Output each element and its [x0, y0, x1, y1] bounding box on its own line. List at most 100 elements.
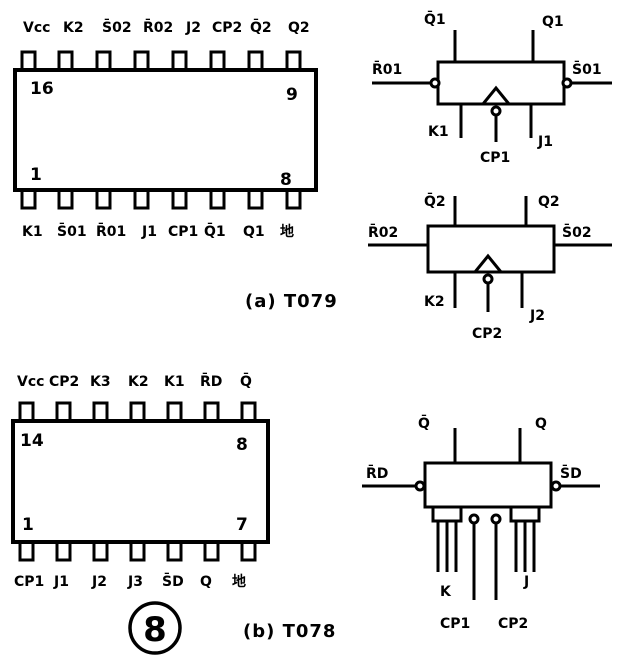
chip-a-top-pins: [20, 50, 302, 72]
ff3-cp1-bubble: [468, 513, 480, 525]
chip-a-pin-11: [209, 50, 226, 72]
chip-a-pin-6: [209, 188, 226, 210]
chip-a-pin-4: [133, 188, 150, 210]
ff1-label-cp: CP1: [480, 150, 510, 166]
chip-a-pin-10: [247, 50, 264, 72]
flip-flop-3-labels: Q̄ Q R̄D S̄D K J CP1 CP2: [366, 413, 582, 632]
chip-b-pin-1: [18, 540, 35, 562]
chip-b-pin-7: [240, 540, 257, 562]
chip-b-pin-9: [203, 401, 220, 423]
ff2-label-q: Q2: [538, 194, 560, 210]
chip-a-body: [13, 68, 318, 192]
ff1-label-q: Q1: [542, 14, 564, 30]
chip-b-bottom-pin-labels: CP1 J1 J2 J3 S̄D Q 地: [14, 571, 246, 590]
ff3-label-rd: R̄D: [366, 463, 388, 482]
chip-a-pin-14: [95, 50, 112, 72]
chip-b-pin-label-k3: K3: [90, 374, 111, 390]
ff2-label-cp: CP2: [472, 326, 502, 342]
ff2-clock-triangle: [473, 253, 503, 273]
chip-b-pin-6: [203, 540, 220, 562]
chip-a-pin-label-q1bar: Q̄1: [204, 221, 226, 240]
chip-b-pin-label-vcc: Vcc: [17, 374, 44, 390]
ff3-label-qbar: Q̄: [418, 413, 430, 432]
chip-a-caption: (a) T079: [245, 291, 338, 312]
chip-b-pin-10: [166, 401, 183, 423]
chip-a-pin-label-ground: 地: [280, 223, 294, 240]
flip-flop-2: [368, 196, 612, 312]
chip-b-pin-4: [129, 540, 146, 562]
chip-b-pin-2: [55, 540, 72, 562]
chip-a-pin-2: [57, 188, 74, 210]
ff1-clock-triangle: [481, 85, 511, 105]
ff2-label-k: K2: [424, 294, 445, 310]
ff1-cp-bubble: [490, 105, 502, 117]
chip-b-pin-13: [55, 401, 72, 423]
chip-a-pin-label-r02: R̄02: [143, 17, 173, 36]
ff3-label-k: K: [440, 584, 452, 600]
chip-b-pin-label-cp1: CP1: [14, 574, 44, 590]
chip-b-top-pin-labels: Vcc CP2 K3 K2 K1 R̄D Q̄: [17, 371, 252, 390]
chip-a-pin-label-q2bar: Q̄2: [250, 17, 272, 36]
chip-b-pin-3: [92, 540, 109, 562]
chip-a-pin-7: [247, 188, 264, 210]
chip-b-pin-label-cp2: CP2: [49, 374, 79, 390]
chip-a-pin-13: [133, 50, 150, 72]
chip-a-pin-label-q1: Q1: [243, 224, 265, 240]
chip-a-pin-5: [171, 188, 188, 210]
ff3-rd-bubble: [414, 480, 426, 492]
ff2-label-rd: R̄02: [368, 222, 398, 241]
ff2-body: [426, 224, 556, 274]
ff1-label-sd: S̄01: [572, 59, 602, 78]
chip-a-pin-9: [285, 50, 302, 72]
chip-b-pin-label-j2: J2: [91, 574, 107, 590]
chip-b-pin-number-7: 7: [236, 515, 248, 535]
chip-a-pin-label-j1: J1: [141, 224, 157, 240]
chip-b-pin-label-qbar: Q̄: [240, 371, 252, 390]
ff1-label-qbar: Q̄1: [424, 9, 446, 28]
ff2-cp-bubble: [482, 273, 494, 285]
chip-b-pin-12: [92, 401, 109, 423]
chip-a-pin-number-1: 1: [30, 165, 42, 185]
chip-a-pin-label-s01: S̄01: [57, 221, 87, 240]
chip-a: Vcc K2 S̄02 R̄02 J2 CP2 Q̄2 Q2 16 9 1 8: [13, 17, 338, 312]
ff3-j-and-gate: [509, 505, 541, 523]
ff3-k-and-gate: [431, 505, 463, 523]
chip-b-pin-14: [18, 401, 35, 423]
chip-a-pin-label-vcc: Vcc: [23, 20, 50, 36]
ff1-rd-bubble: [429, 77, 441, 89]
ff3-label-cp1: CP1: [440, 616, 470, 632]
chip-b-body: [11, 419, 270, 544]
ff3-body: [423, 461, 553, 509]
chip-b-pin-8: [240, 401, 257, 423]
chip-b-pin-label-q: Q: [200, 574, 212, 590]
ff1-label-rd: R̄01: [372, 59, 402, 78]
chip-a-pin-12: [171, 50, 188, 72]
chip-a-pin-number-8: 8: [280, 170, 292, 190]
ff3-label-sd: S̄D: [560, 463, 582, 482]
chip-b-bottom-pins: [18, 540, 257, 562]
chip-b-pin-label-k1: K1: [164, 374, 185, 390]
figure-number-circle: [128, 601, 182, 655]
flip-flop-2-labels: Q̄2 Q2 R̄02 S̄02 K2 J2 CP2: [368, 191, 592, 342]
chip-b-top-pins: [18, 401, 257, 423]
ff1-label-j: J1: [537, 134, 553, 150]
ff3-label-cp2: CP2: [498, 616, 528, 632]
chip-a-pin-label-cp2: CP2: [212, 20, 242, 36]
chip-a-pin-label-k1: K1: [22, 224, 43, 240]
chip-b-pin-number-8: 8: [236, 435, 248, 455]
chip-b-pin-number-14: 14: [20, 431, 44, 451]
flip-flop-1: [372, 30, 612, 142]
flip-flop-1-labels: Q̄1 Q1 R̄01 S̄01 K1 J1 CP1: [372, 9, 602, 166]
chip-b-pin-11: [129, 401, 146, 423]
chip-a-bottom-pin-labels: K1 S̄01 R̄01 J1 CP1 Q̄1 Q1 地: [22, 221, 294, 240]
chip-a-pin-16: [20, 50, 37, 72]
ff3-sd-bubble: [550, 480, 562, 492]
chip-a-pin-3: [95, 188, 112, 210]
ff3-label-j: J: [523, 574, 529, 590]
chip-a-pin-label-q2: Q2: [288, 20, 310, 36]
chip-a-pin-number-9: 9: [286, 85, 298, 105]
chip-b-pin-label-ground: 地: [232, 573, 246, 590]
chip-b-pin-label-k2: K2: [128, 374, 149, 390]
chip-a-pin-8: [285, 188, 302, 210]
